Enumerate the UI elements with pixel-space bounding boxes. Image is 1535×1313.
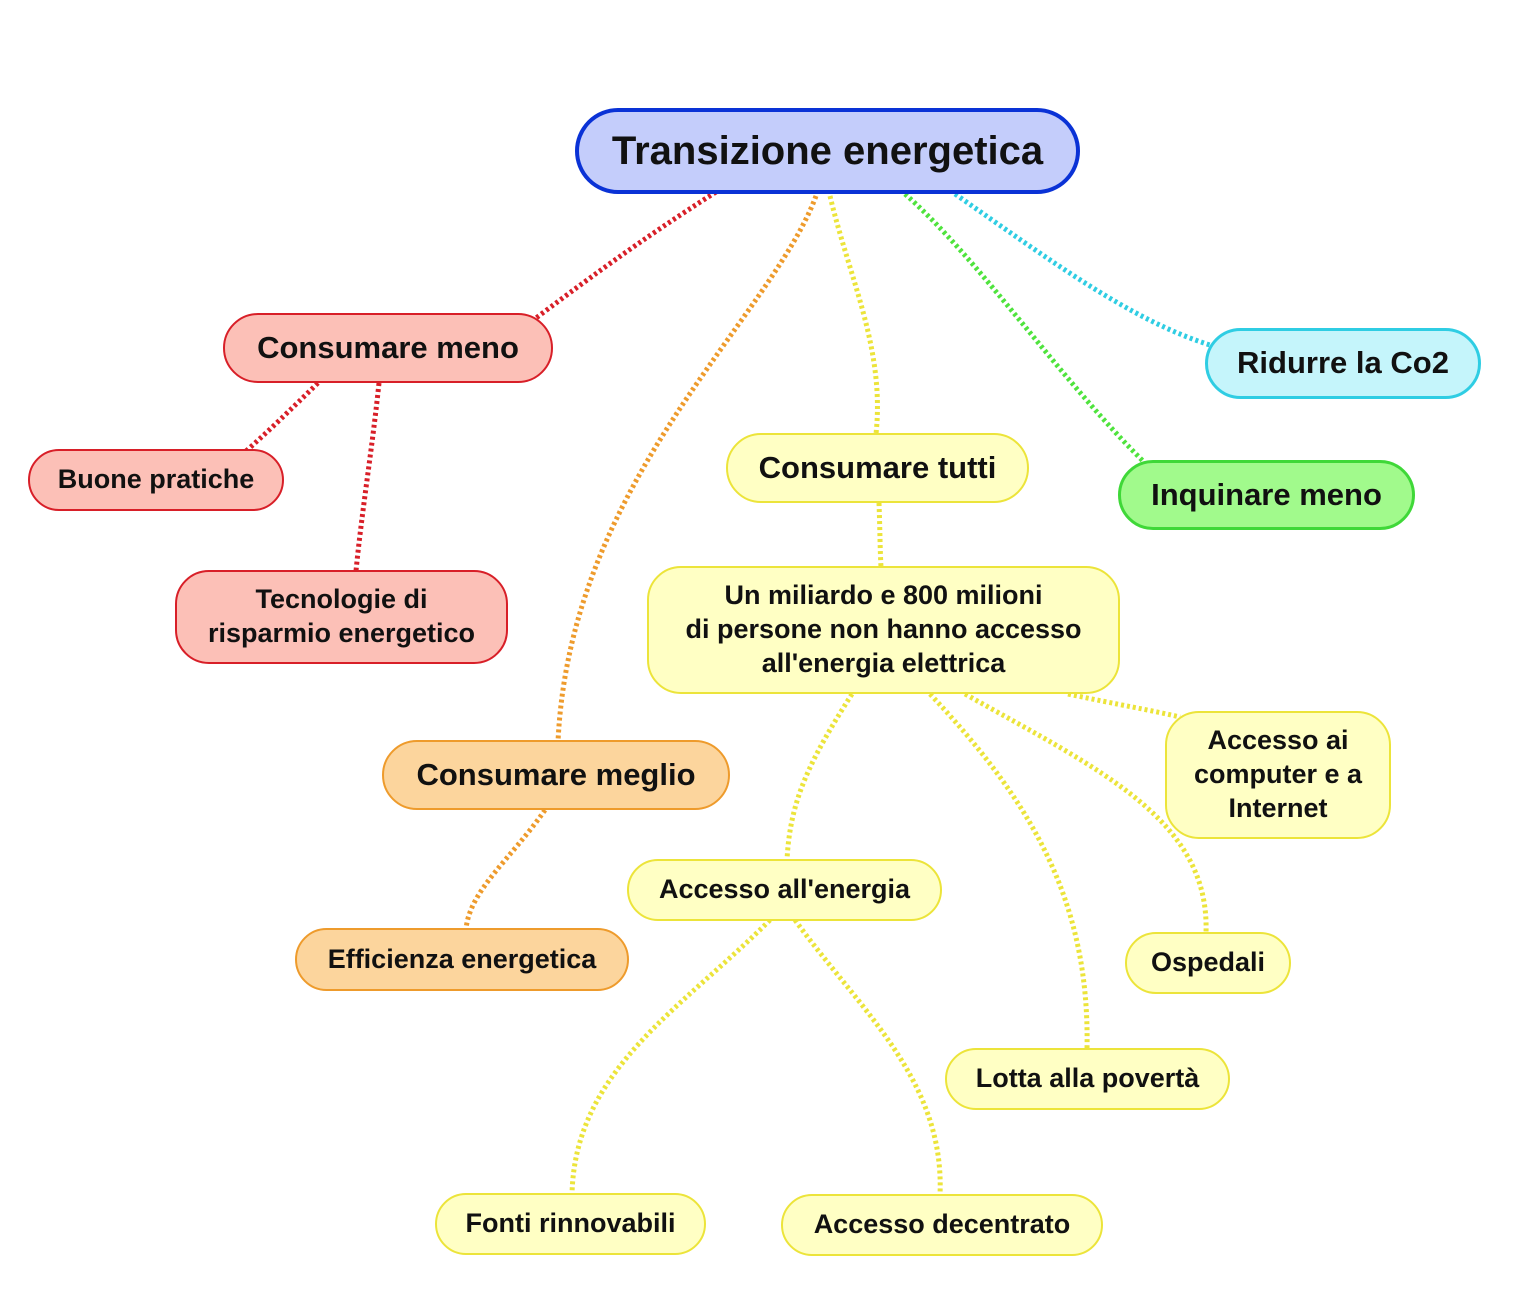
connector-root-to-ridurre-co2	[953, 191, 1211, 348]
node-accesso-energia[interactable]: Accesso all'energia	[627, 859, 942, 921]
connector-root-to-consumare-tutti	[827, 195, 880, 435]
node-label-line: all'energia elettrica	[761, 647, 1006, 678]
node-label: Efficienza energetica	[327, 943, 597, 974]
node-label: Accesso all'energia	[658, 874, 911, 905]
node-ospedali[interactable]: Ospedali	[1125, 932, 1291, 994]
node-fonti-rinnovabili[interactable]: Fonti rinnovabili	[435, 1193, 706, 1255]
node-label: Consumare meglio	[416, 756, 696, 792]
node-label-line: risparmio energetico	[207, 618, 476, 648]
connector-root-to-consumare-meglio	[555, 195, 819, 743]
connector-consumare-meno-to-tecnologie	[353, 382, 382, 572]
node-label: Lotta alla povertà	[975, 1063, 1200, 1094]
connector-un-miliardo-to-accesso-computer	[1067, 691, 1181, 720]
node-label-line: computer e a	[1193, 759, 1363, 790]
connector-accesso-energia-to-accesso-decentrato	[792, 918, 943, 1196]
node-un-miliardo[interactable]: Un miliardo e 800 milioni di persone non…	[647, 566, 1120, 694]
node-transizione-energetica[interactable]: Transizione energetica	[575, 108, 1080, 194]
node-lotta-poverta[interactable]: Lotta alla povertà	[945, 1048, 1230, 1110]
node-label: Fonti rinnovabili	[465, 1208, 676, 1239]
node-label: Inquinare meno	[1151, 476, 1382, 512]
node-label: Buone pratiche	[57, 464, 255, 495]
node-label: Consumare tutti	[758, 449, 997, 485]
node-consumare-meno[interactable]: Consumare meno	[223, 313, 553, 383]
node-label-line: Tecnologie di	[255, 584, 428, 615]
node-label: Accesso decentrato	[813, 1209, 1071, 1240]
connector-un-miliardo-to-accesso-energia	[784, 692, 855, 861]
node-label: Consumare meno	[257, 329, 519, 365]
node-accesso-decentrato[interactable]: Accesso decentrato	[781, 1194, 1103, 1256]
node-label-line: Accesso ai	[1207, 725, 1349, 756]
node-accesso-computer[interactable]: Accesso ai computer e a Internet	[1165, 711, 1391, 839]
node-consumare-tutti[interactable]: Consumare tutti	[726, 433, 1029, 503]
node-buone-pratiche[interactable]: Buone pratiche	[28, 449, 284, 511]
connector-un-miliardo-to-lotta-poverta	[928, 692, 1090, 1050]
node-label-line: Internet	[1228, 792, 1328, 823]
node-label-line: di persone non hanno accesso	[685, 614, 1082, 645]
connector-consumare-meno-to-buone-pratiche	[244, 381, 320, 453]
node-ridurre-co2[interactable]: Ridurre la Co2	[1205, 328, 1481, 399]
node-label-line: Un miliardo e 800 milioni	[724, 580, 1043, 611]
connector-root-to-consumare-meno	[530, 189, 718, 324]
node-inquinare-meno[interactable]: Inquinare meno	[1118, 460, 1415, 530]
node-label: Transizione energetica	[611, 129, 1044, 173]
connector-root-to-inquinare-meno	[903, 192, 1150, 468]
node-label: Ridurre la Co2	[1237, 345, 1449, 381]
connector-consumare-tutti-to-un-miliardo	[876, 502, 884, 568]
connector-accesso-energia-to-fonti-rinnovabili	[569, 918, 772, 1195]
node-label: Ospedali	[1150, 947, 1266, 978]
node-tecnologie-risparmio[interactable]: Tecnologie di risparmio energetico	[175, 570, 508, 664]
connector-consumare-meglio-to-efficienza	[463, 808, 548, 930]
node-efficienza-energetica[interactable]: Efficienza energetica	[295, 928, 629, 991]
node-consumare-meglio[interactable]: Consumare meglio	[382, 740, 730, 810]
